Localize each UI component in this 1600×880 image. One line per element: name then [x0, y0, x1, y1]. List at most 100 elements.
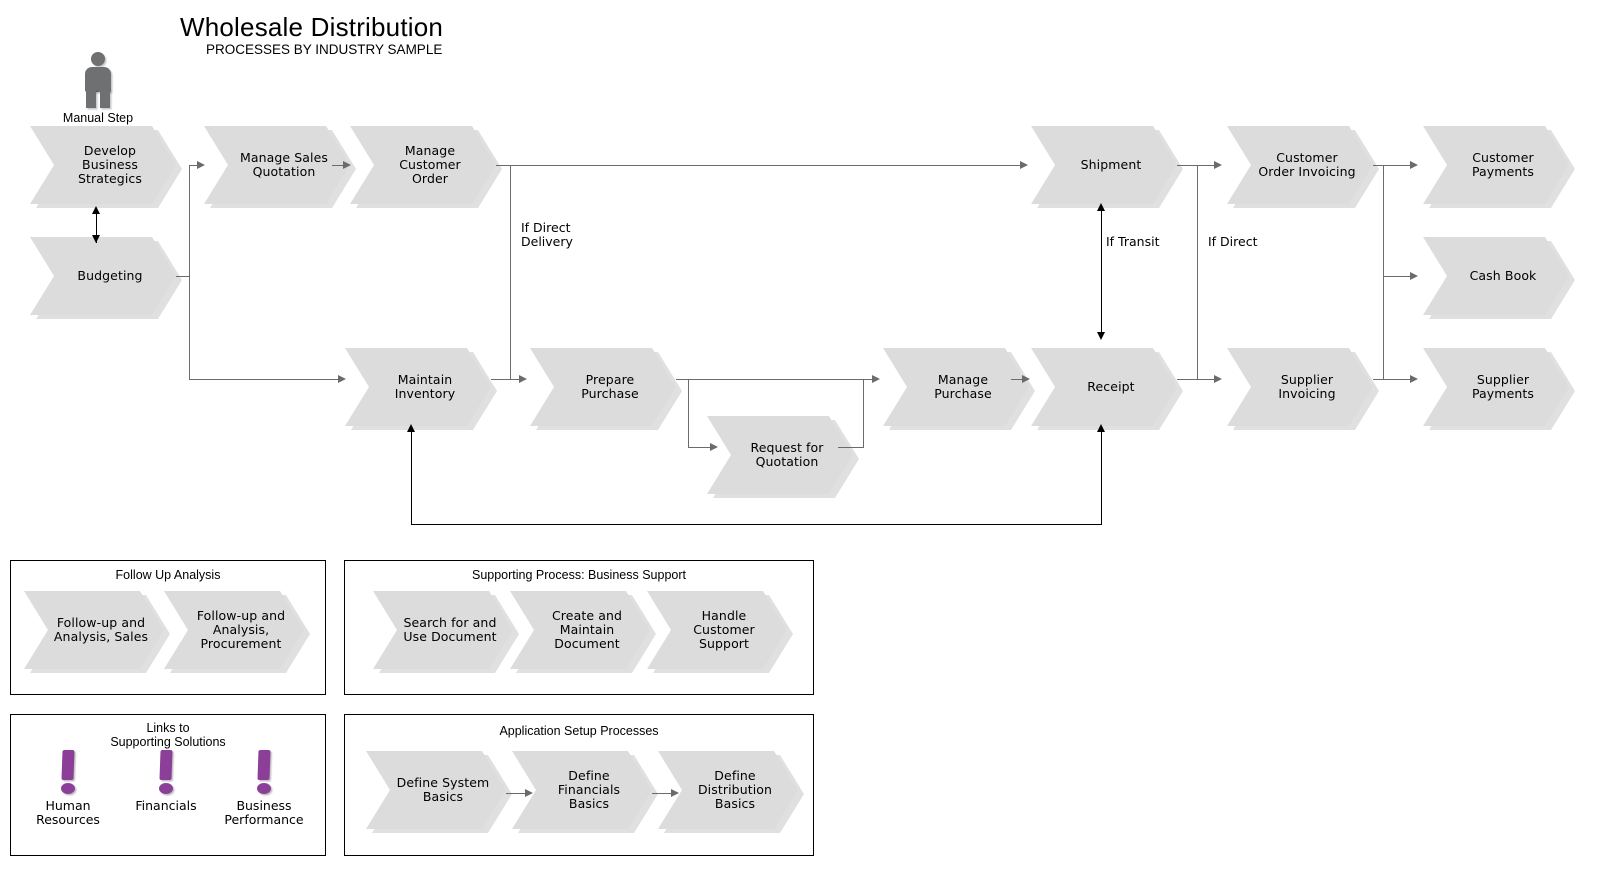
node-label: Request for Quotation: [750, 440, 824, 469]
node-label: Budgeting: [77, 268, 143, 283]
connector-invoicing-supplier-payments: [1373, 379, 1413, 380]
page-subtitle: PROCESSES BY INDUSTRY SAMPLE: [206, 42, 443, 57]
connector-to-sales-quotation: [189, 165, 201, 166]
node-label: Supplier Payments: [1471, 372, 1535, 401]
connector-prepare-rfq: [688, 447, 712, 448]
arrow-up-icon: [406, 424, 415, 432]
arrow-right-icon: [1410, 271, 1418, 280]
arrow-right-icon: [338, 374, 346, 383]
node-budgeting[interactable]: Budgeting: [30, 237, 176, 315]
node-label: Search for and Use Document: [403, 615, 497, 644]
node-label: Define Distribution Basics: [697, 768, 773, 811]
panel-title: Supporting Process: Business Support: [471, 568, 686, 582]
arrow-up-icon: [1096, 424, 1105, 432]
connector-if-transit: [1101, 210, 1102, 338]
panel-title: Application Setup Processes: [499, 724, 659, 738]
node-label: Maintain Inventory: [394, 372, 456, 401]
node-label: Follow-up and Analysis, Procurement: [196, 608, 286, 651]
arrow-right-icon: [1410, 160, 1418, 169]
connector-to-maintain-inventory: [189, 379, 341, 380]
edge-label-if-direct: If Direct: [1208, 234, 1258, 249]
connector-if-direct-bus: [1197, 165, 1198, 379]
node-label: Handle Customer Support: [693, 608, 755, 651]
legend-manual-step: Manual Step: [60, 52, 136, 125]
node-label: Define System Basics: [396, 775, 490, 804]
link-label: Business Performance: [224, 798, 304, 827]
node-supplier-payments[interactable]: Supplier Payments: [1423, 348, 1569, 426]
connector-system-financials: [506, 793, 528, 794]
connector-loop-up-inventory: [411, 430, 412, 525]
arrow-right-icon: [1022, 374, 1030, 383]
exclamation-icon: [57, 750, 79, 796]
person-icon: [78, 52, 118, 108]
node-shipment[interactable]: Shipment: [1031, 126, 1177, 204]
node-label: Manage Purchase: [934, 372, 992, 401]
node-maintain-inventory[interactable]: Maintain Inventory: [345, 348, 491, 426]
connector-invoicing-customer-payments: [1373, 165, 1413, 166]
connector-feedback-loop: [411, 524, 1102, 525]
node-label: Manage Customer Order: [399, 143, 461, 186]
arrow-up-icon: [91, 206, 100, 214]
node-prepare-purchase[interactable]: Prepare Purchase: [530, 348, 676, 426]
exclamation-icon: [253, 750, 275, 796]
arrow-right-icon: [1214, 374, 1222, 383]
node-cash-book[interactable]: Cash Book: [1423, 237, 1569, 315]
node-label: Supplier Invoicing: [1278, 372, 1336, 401]
node-customer-order-invoicing[interactable]: Customer Order Invoicing: [1227, 126, 1373, 204]
arrow-right-icon: [1410, 374, 1418, 383]
node-label: Customer Order Invoicing: [1258, 150, 1356, 179]
exclamation-icon: [155, 750, 177, 796]
node-customer-payments[interactable]: Customer Payments: [1423, 126, 1569, 204]
node-label: Cash Book: [1469, 268, 1537, 283]
link-human-resources[interactable]: Human Resources: [13, 750, 123, 827]
node-label: Receipt: [1087, 379, 1135, 394]
node-request-for-quotation[interactable]: Request for Quotation: [707, 416, 853, 494]
connector-purchase-receipt: [1011, 379, 1025, 380]
connector-prepare-manage-purchase: [676, 379, 873, 380]
link-financials[interactable]: Financials: [111, 750, 221, 813]
node-manage-sales-quotation[interactable]: Manage Sales Quotation: [204, 126, 350, 204]
node-label: Create and Maintain Document: [551, 608, 623, 651]
arrow-right-icon: [872, 374, 880, 383]
arrow-right-icon: [1020, 160, 1028, 169]
arrow-right-icon: [1214, 160, 1222, 169]
node-supplier-invoicing[interactable]: Supplier Invoicing: [1227, 348, 1373, 426]
arrow-right-icon: [343, 160, 351, 169]
connector-receipt-supplier-invoicing: [1177, 379, 1217, 380]
connector-strategics-budgeting: [96, 212, 97, 243]
node-develop-business-strategics[interactable]: Develop Business Strategics: [30, 126, 176, 204]
arrow-right-icon: [525, 788, 533, 797]
node-define-financials-basics[interactable]: Define Financials Basics: [512, 751, 652, 829]
node-label: Define Financials Basics: [557, 768, 621, 811]
connector-to-cash-book: [1383, 276, 1413, 277]
arrow-right-icon: [710, 442, 718, 451]
edge-label-if-transit: If Transit: [1106, 234, 1160, 249]
node-label: Prepare Purchase: [581, 372, 639, 401]
arrow-down-icon: [1096, 332, 1105, 340]
connector-quotation-order: [332, 165, 346, 166]
connector-receipt-loop-down: [1101, 430, 1102, 525]
link-business-performance[interactable]: Business Performance: [209, 750, 319, 827]
arrow-right-icon: [197, 160, 205, 169]
connector-rfq-up: [863, 379, 864, 448]
page-title: Wholesale Distribution: [180, 12, 444, 42]
connector-financials-distribution: [652, 793, 674, 794]
panel-title: Links to Supporting Solutions: [110, 721, 226, 749]
arrow-right-icon: [519, 374, 527, 383]
node-manage-purchase[interactable]: Manage Purchase: [883, 348, 1029, 426]
connector-cashbook-bus: [1383, 165, 1384, 379]
node-label: Follow-up and Analysis, Sales: [53, 615, 149, 644]
node-label: Shipment: [1080, 157, 1142, 172]
connector-order-shipment: [496, 165, 1021, 166]
connector-budgeting-bus: [189, 165, 190, 379]
connector-rfq-out: [838, 447, 864, 448]
link-label: Human Resources: [36, 798, 100, 827]
arrow-up-icon: [1096, 203, 1105, 211]
node-receipt[interactable]: Receipt: [1031, 348, 1177, 426]
node-manage-customer-order[interactable]: Manage Customer Order: [350, 126, 496, 204]
node-label: Manage Sales Quotation: [239, 150, 329, 179]
panel-title: Follow Up Analysis: [115, 568, 221, 582]
connector-prepare-rfq-down: [688, 379, 689, 447]
arrow-right-icon: [671, 788, 679, 797]
